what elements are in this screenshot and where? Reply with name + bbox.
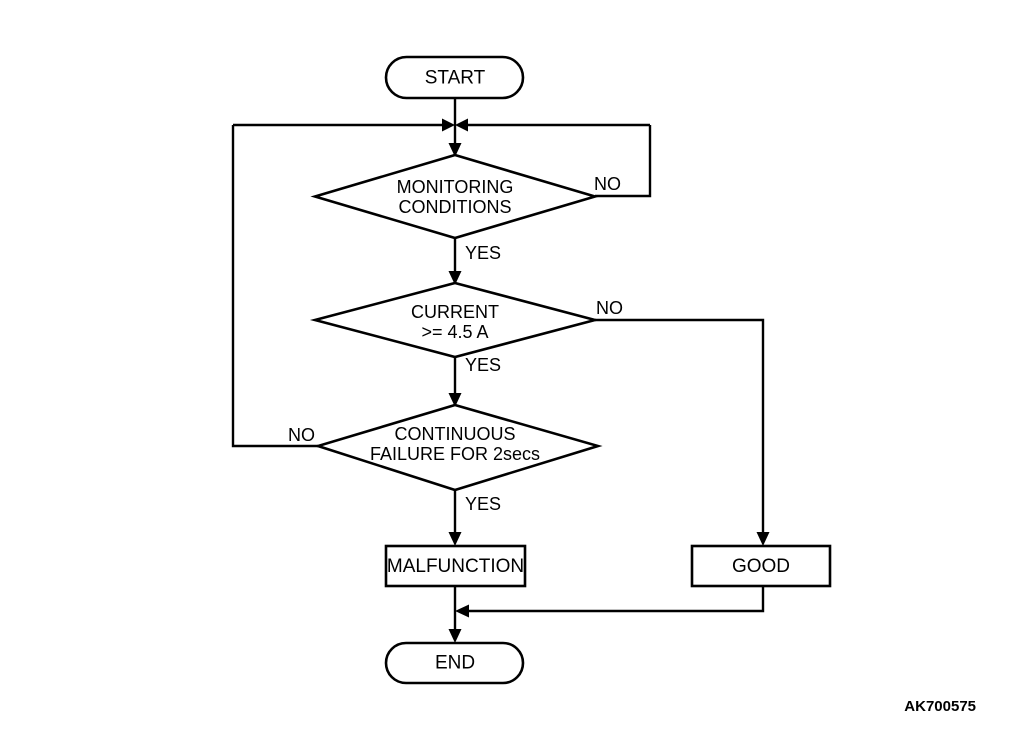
edge-continuous-no-route <box>231 125 318 448</box>
edge-label-monitoring-yes: YES <box>465 243 501 263</box>
node-continuous-label-line2: FAILURE FOR 2secs <box>370 444 540 464</box>
node-monitoring-conditions[interactable] <box>310 153 600 240</box>
edge-good-to-end-route <box>466 586 765 613</box>
arrowhead-into-monitoring <box>448 143 462 157</box>
arrowhead-into-continuous <box>448 393 462 407</box>
edge-monitoring-no-route <box>595 125 652 198</box>
edge-label-continuous-no: NO <box>288 425 315 445</box>
node-malfunction[interactable] <box>384 544 527 588</box>
node-start-label: START <box>425 68 486 89</box>
arrowhead-into-malfunction <box>448 532 462 546</box>
arrowhead-good-merge <box>455 604 469 618</box>
arrowhead-into-end <box>448 629 462 643</box>
node-current-threshold[interactable] <box>309 281 601 359</box>
arrowhead-junction-from-right <box>455 118 468 132</box>
node-good-label: GOOD <box>732 556 790 577</box>
node-monitoring-label-line2: CONDITIONS <box>398 197 511 217</box>
edge-label-monitoring-no: NO <box>594 174 621 194</box>
reference-code: AK700575 <box>904 698 976 715</box>
node-end-label: END <box>435 653 475 674</box>
node-end[interactable] <box>384 641 525 685</box>
node-continuous-failure[interactable] <box>313 403 603 492</box>
arrowhead-junction-from-left <box>442 118 455 132</box>
edge-label-current-no: NO <box>596 298 623 318</box>
node-continuous-label-line1: CONTINUOUS <box>395 424 516 444</box>
node-monitoring-label-line1: MONITORING <box>397 177 514 197</box>
edge-label-current-yes: YES <box>465 355 501 375</box>
edge-current-no-route <box>595 318 765 539</box>
node-start[interactable] <box>384 55 525 100</box>
node-malfunction-label: MALFUNCTION <box>387 556 524 577</box>
arrowhead-into-current <box>448 271 462 285</box>
node-current-label-line1: CURRENT <box>411 302 499 322</box>
edge-label-continuous-yes: YES <box>465 494 501 514</box>
node-good[interactable] <box>690 544 832 588</box>
node-current-label-line2: >= 4.5 A <box>421 322 488 342</box>
arrowhead-into-good <box>756 532 770 546</box>
